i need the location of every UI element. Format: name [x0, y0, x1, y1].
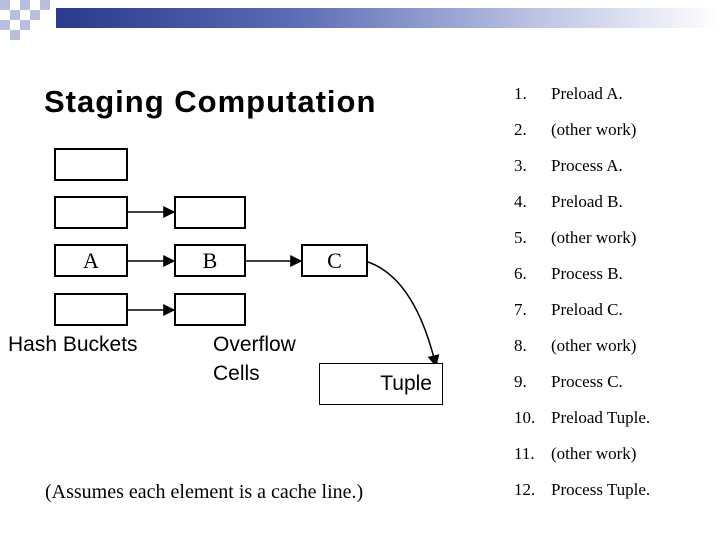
step-text: (other work) [551, 228, 637, 247]
step-number: 7. [514, 300, 527, 319]
hash-bucket-a: A [54, 244, 128, 277]
step-item: 5. (other work) [514, 228, 714, 258]
step-text: Preload C. [551, 300, 623, 319]
step-number: 3. [514, 156, 527, 175]
overflow-cell-c: C [301, 244, 368, 277]
step-number: 6. [514, 264, 527, 283]
step-item: 1. Preload A. [514, 84, 714, 114]
step-number: 9. [514, 372, 527, 391]
step-item: 7. Preload C. [514, 300, 714, 330]
tuple-label: Tuple [380, 372, 432, 395]
step-number: 8. [514, 336, 527, 355]
step-text: Preload A. [551, 84, 623, 103]
header-gradient-bar [56, 8, 720, 28]
hash-bucket-4 [54, 293, 128, 326]
overflow-cell-top [174, 196, 246, 229]
overflow-cells-label: Overflow Cells [213, 333, 296, 385]
tuple-box: Tuple [319, 363, 443, 405]
step-number: 11. [514, 444, 535, 463]
box-a-label: A [83, 247, 99, 273]
step-text: Process Tuple. [551, 480, 651, 499]
step-text: Process A. [551, 156, 623, 175]
slide-title: Staging Computation [44, 84, 377, 119]
step-text: (other work) [551, 444, 637, 463]
box-c-label: C [327, 247, 342, 273]
arrow-c-to-tuple [367, 261, 440, 368]
step-number: 2. [514, 120, 527, 139]
step-item: 10. Preload Tuple. [514, 408, 714, 438]
hash-bucket-1 [54, 148, 128, 181]
step-number: 1. [514, 84, 527, 103]
step-item: 9. Process C. [514, 372, 714, 402]
cache-line-note: (Assumes each element is a cache line.) [45, 481, 364, 503]
step-number: 10. [514, 408, 536, 427]
step-text: Process B. [551, 264, 623, 283]
step-number: 4. [514, 192, 527, 211]
step-text: Process C. [551, 372, 623, 391]
step-text: (other work) [551, 120, 637, 139]
overflow-cell-b: B [174, 244, 246, 277]
decorative-checker [0, 0, 60, 40]
step-item: 12. Process Tuple. [514, 480, 714, 510]
overflow-cell-bottom [174, 293, 246, 326]
box-b-label: B [202, 247, 218, 273]
hash-buckets-label: Hash Buckets [8, 333, 138, 356]
hash-bucket-2 [54, 196, 128, 229]
step-number: 12. [514, 480, 536, 499]
step-number: 5. [514, 228, 527, 247]
step-item: 11. (other work) [514, 444, 714, 474]
step-item: 2. (other work) [514, 120, 714, 150]
step-item: 8. (other work) [514, 336, 714, 366]
step-text: Preload B. [551, 192, 623, 211]
step-item: 4. Preload B. [514, 192, 714, 222]
step-item: 6. Process B. [514, 264, 714, 294]
step-text: (other work) [551, 336, 637, 355]
step-text: Preload Tuple. [551, 408, 651, 427]
step-item: 3. Process A. [514, 156, 714, 186]
